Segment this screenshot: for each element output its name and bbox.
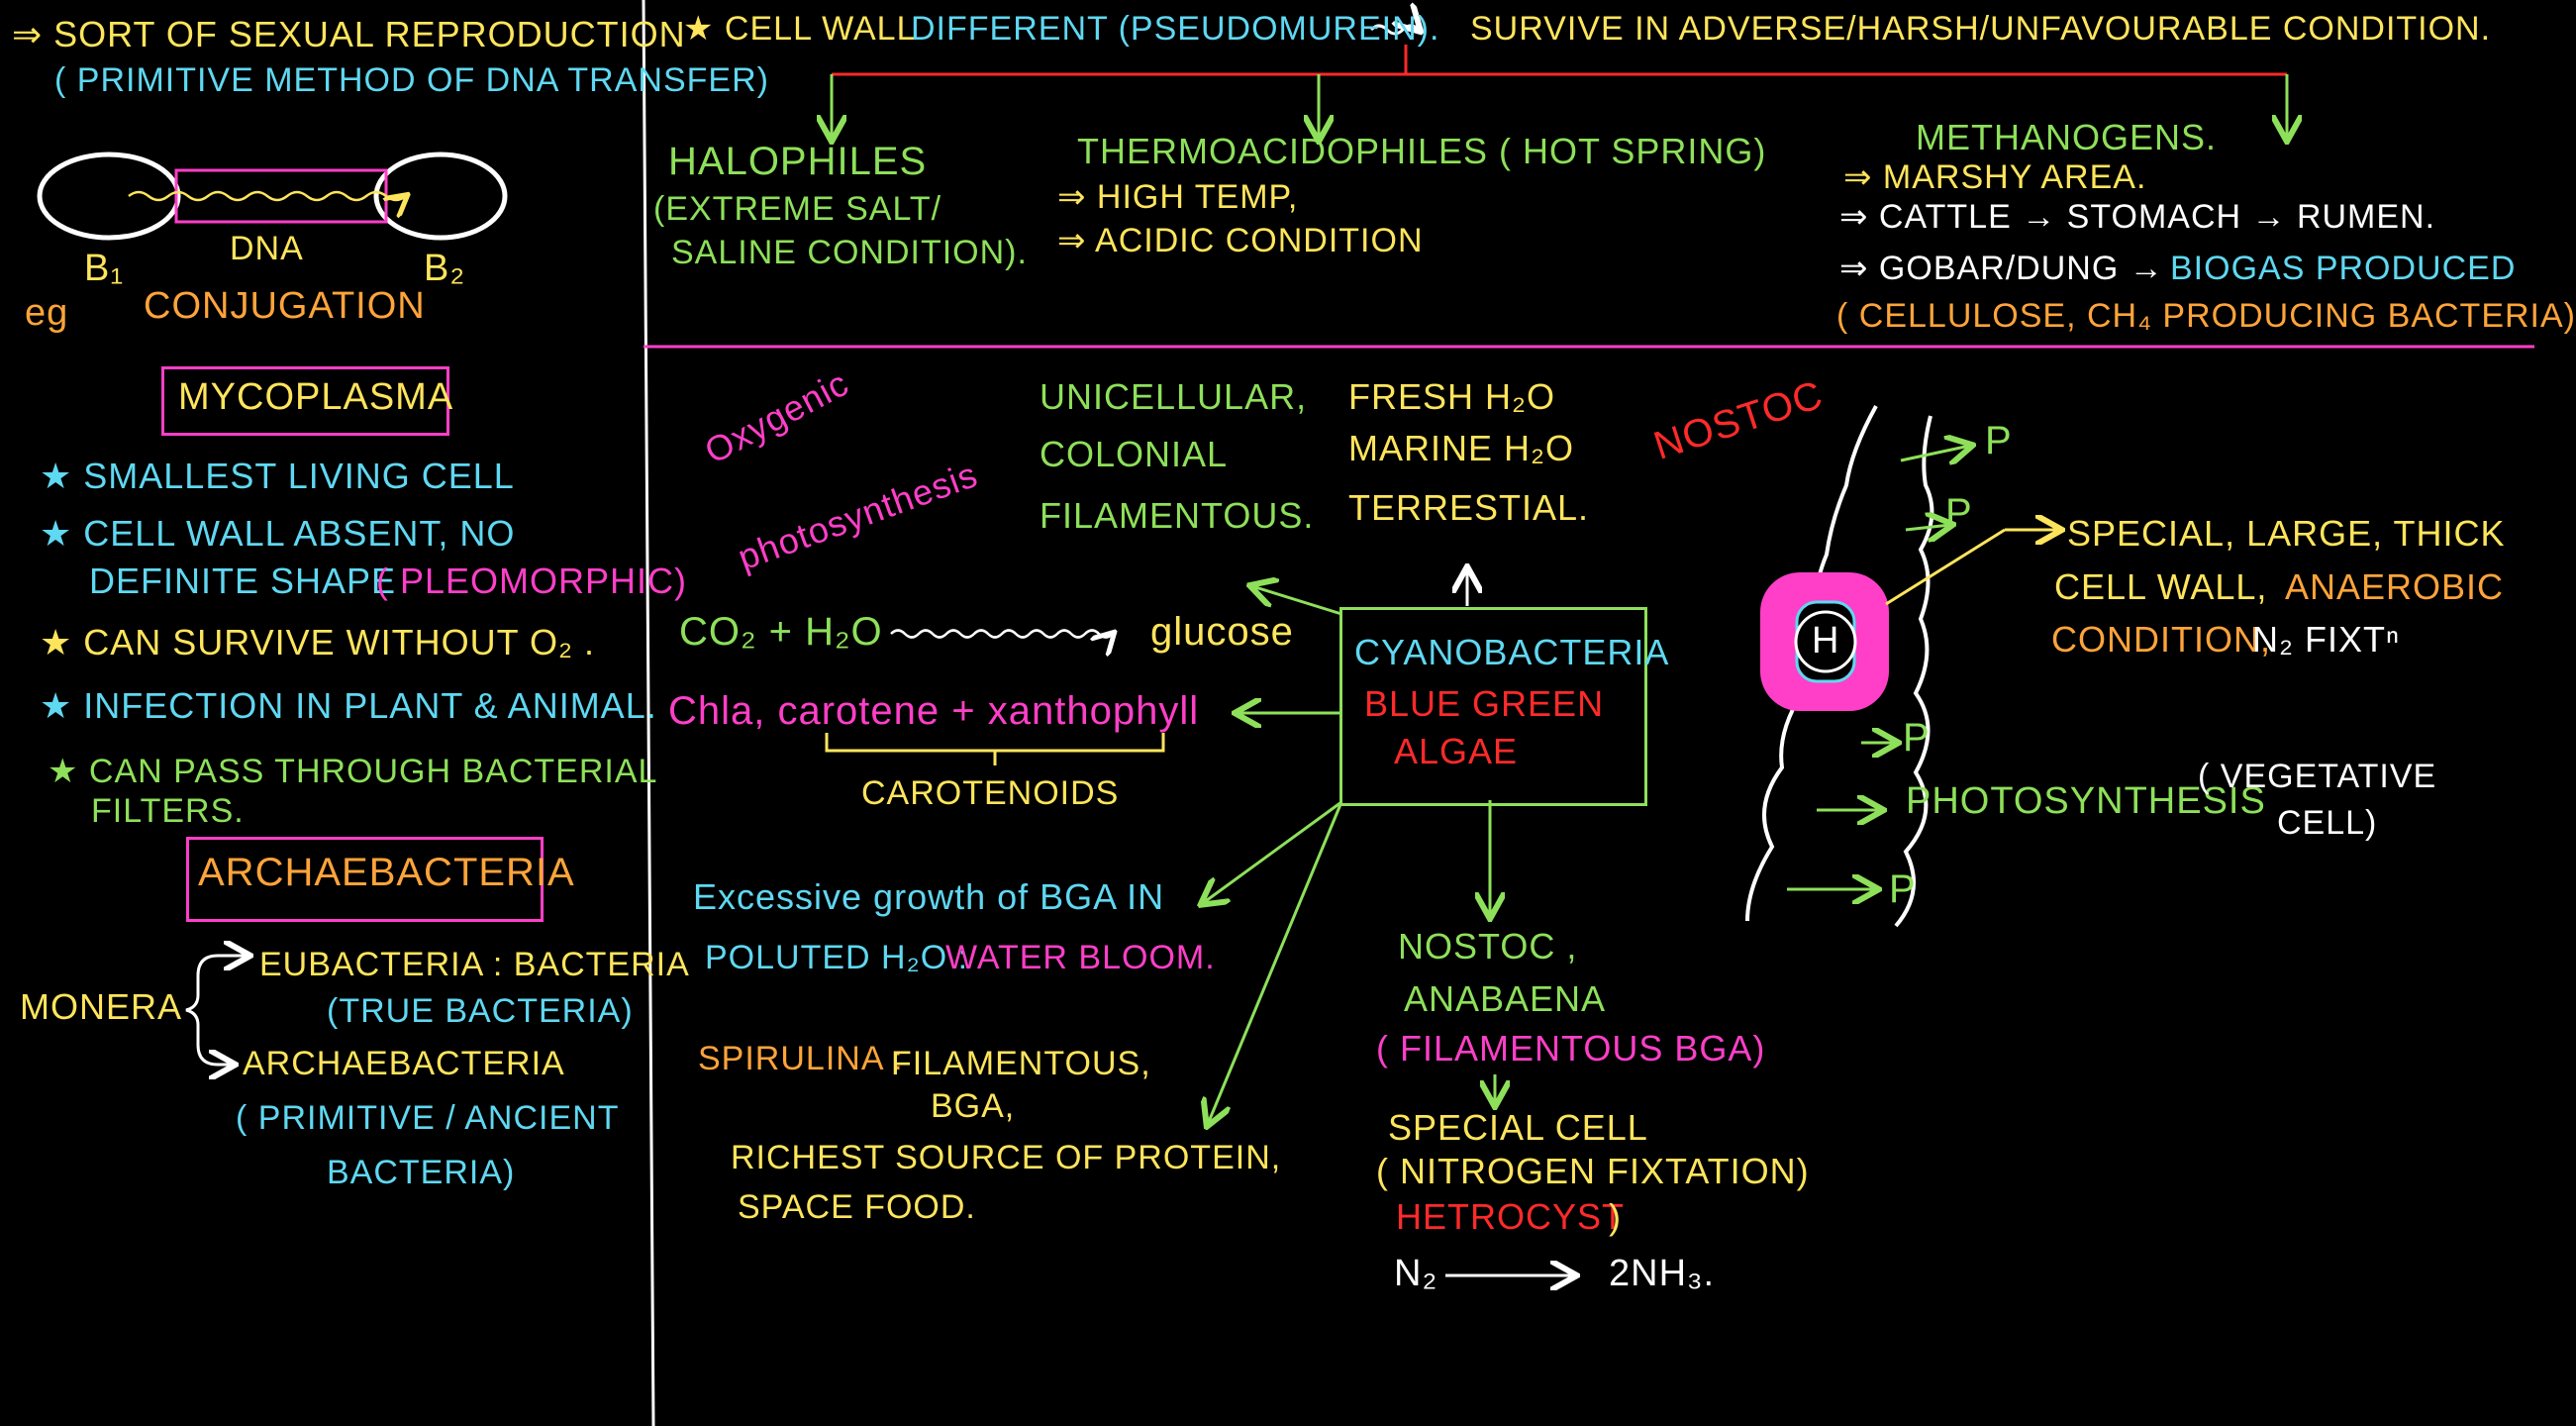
meth-point: ⇒ MARSHY AREA. (1843, 158, 2147, 196)
polluted-water-label: POLUTED H₂O : (705, 939, 969, 976)
thermo-point: ⇒ ACIDIC CONDITION (1057, 222, 1424, 259)
unicellular-label: UNICELLULAR, (1040, 376, 1308, 417)
p-label: P (1945, 491, 1973, 535)
archaebacteria-title: ARCHAEBACTERIA (198, 851, 575, 894)
thermoacidophiles-title: THERMOACIDOPHILES ( HOT SPRING) (1077, 131, 1767, 171)
p-label: P (1985, 419, 2013, 462)
glucose-label: glucose (1150, 610, 1294, 654)
nostoc-photosynthesis-label: PHOTOSYNTHESIS (1906, 780, 2266, 822)
monera-brace (185, 954, 219, 1067)
methanogens-title: METHANOGENS. (1916, 117, 2218, 157)
bacteria-close-label: BACTERIA) (327, 1154, 516, 1191)
biogas-produced: BIOGAS PRODUCED (2170, 250, 2517, 287)
heterocyst-h-label: H (1812, 620, 1840, 662)
space-food-label: SPACE FOOD. (738, 1188, 976, 1226)
conjugation-label: CONJUGATION (144, 285, 426, 327)
anabaena-example: ANABAENA (1404, 978, 1607, 1019)
b1-label: B₁ (84, 248, 125, 289)
p-label: P (1889, 867, 1917, 911)
filamentous-label: FILAMENTOUS. (1040, 495, 1315, 536)
filamentous-bga-label: ( FILAMENTOUS BGA) (1376, 1028, 1766, 1069)
meth-point: ⇒ GOBAR/DUNG → (1839, 250, 2164, 287)
left-divider (642, 0, 655, 1426)
eubacteria-label: EUBACTERIA : BACTERIA (259, 946, 690, 983)
myco-point: ★ CAN PASS THROUGH BACTERIAL (48, 753, 658, 790)
algae-label: ALGAE (1394, 731, 1519, 771)
primitive-method-note: ( PRIMITIVE METHOD OF DNA TRANSFER) (54, 61, 769, 99)
nostoc-example: NOSTOC , (1398, 926, 1578, 967)
n2-label: N₂ (1394, 1253, 1438, 1294)
survive-label: SURVIVE IN ADVERSE/HARSH/UNFAVOURABLE CO… (1470, 10, 2492, 48)
spirulina-label: SPIRULINA : (698, 1040, 904, 1077)
archaebacteria-box (186, 837, 544, 922)
hetrocyst-close: ) (1609, 1196, 1622, 1237)
cyanobacteria-box (1339, 607, 1647, 806)
cyanobacteria-title: CYANOBACTERIA (1354, 632, 1670, 672)
halophiles-desc: (EXTREME SALT/ (653, 190, 942, 228)
carotenoids-label: CAROTENOIDS (861, 774, 1120, 812)
halophiles-title: HALOPHILES (668, 140, 928, 183)
n2-fixation-label: N₂ FIXTⁿ (2252, 619, 2401, 660)
p-label: P (1903, 716, 1931, 760)
bacterium-b1 (37, 152, 181, 241)
nh3-label: 2NH₃. (1609, 1253, 1716, 1294)
blue-green-label: BLUE GREEN (1364, 683, 1605, 724)
archaebacteria-branch: ARCHAEBACTERIA (243, 1045, 565, 1082)
marine-water-label: MARINE H₂O (1348, 428, 1574, 468)
terrestial-label: TERRESTIAL. (1348, 487, 1590, 528)
equation-wavy (890, 631, 1113, 638)
myco-point: FILTERS. (91, 792, 245, 830)
myco-point: DEFINITE SHAPE (89, 560, 397, 601)
water-bloom-label: WATER BLOOM. (945, 939, 1216, 976)
primitive-ancient-label: ( PRIMITIVE / ANCIENT (236, 1099, 620, 1137)
myco-point: ★ CAN SURVIVE WITHOUT O₂ . (40, 622, 595, 662)
dna-strand (128, 190, 406, 200)
wavy-arrow (1369, 26, 1419, 34)
true-bacteria-label: (TRUE BACTERIA) (327, 992, 634, 1030)
monera-label: MONERA (20, 986, 183, 1027)
condition-label: CONDITION, (2051, 619, 2271, 660)
colonial-label: COLONIAL (1040, 434, 1229, 474)
pigments-label: Chla, carotene + xanthophyll (668, 689, 1200, 733)
excessive-growth-label: Excessive growth of BGA IN (693, 876, 1165, 917)
dna-label: DNA (230, 230, 304, 267)
nitrogen-fixation-label: ( NITROGEN FIXTATION) (1376, 1151, 1810, 1191)
equation-reactants: CO₂ + H₂O (679, 610, 883, 654)
richest-source-label: RICHEST SOURCE OF PROTEIN, (731, 1139, 1282, 1176)
cell-wall-thick-label: CELL WALL, (2054, 566, 2268, 607)
spirulina-desc: FILAMENTOUS, (891, 1045, 1151, 1082)
fresh-water-label: FRESH H₂O (1348, 376, 1555, 417)
vegetative-label: ( VEGETATIVE (2198, 758, 2437, 795)
mycoplasma-box (161, 366, 449, 436)
bacterium-b2 (373, 152, 508, 241)
pseudomurein-label: DIFFERENT (PSEUDOMUREIN). (911, 10, 1440, 48)
anaerobic-label: ANAEROBIC (2285, 566, 2505, 607)
b2-label: B₂ (424, 248, 466, 289)
myco-point: ★ SMALLEST LIVING CELL (40, 456, 515, 496)
halophiles-desc: SALINE CONDITION). (671, 234, 1028, 271)
pleomorphic: ( PLEOMORPHIC) (376, 560, 688, 601)
mycoplasma-title: MYCOPLASMA (178, 376, 454, 418)
vegetative-cell-label: CELL) (2277, 804, 2378, 842)
myco-point: ★ CELL WALL ABSENT, NO (40, 513, 516, 554)
eg-label: eg (25, 292, 69, 334)
special-wall-label: SPECIAL, LARGE, THICK (2067, 513, 2506, 554)
thermo-point: ⇒ HIGH TEMP, (1057, 178, 1299, 216)
myco-point: ★ INFECTION IN PLANT & ANIMAL. (40, 685, 657, 726)
cell-wall-label: ★ CELL WALL (683, 10, 917, 48)
cellulose-ch4-label: ( CELLULOSE, CH₄ PRODUCING BACTERIA) (1836, 297, 2576, 335)
hetrocyst-label: HETROCYST (1396, 1196, 1626, 1237)
sort-of-sexual-reproduction: ⇒ SORT OF SEXUAL REPRODUCTION (12, 14, 686, 54)
bga-label: BGA, (931, 1087, 1016, 1125)
meth-point: ⇒ CATTLE → STOMACH → RUMEN. (1839, 198, 2436, 236)
special-cell-label: SPECIAL CELL (1388, 1107, 1648, 1148)
